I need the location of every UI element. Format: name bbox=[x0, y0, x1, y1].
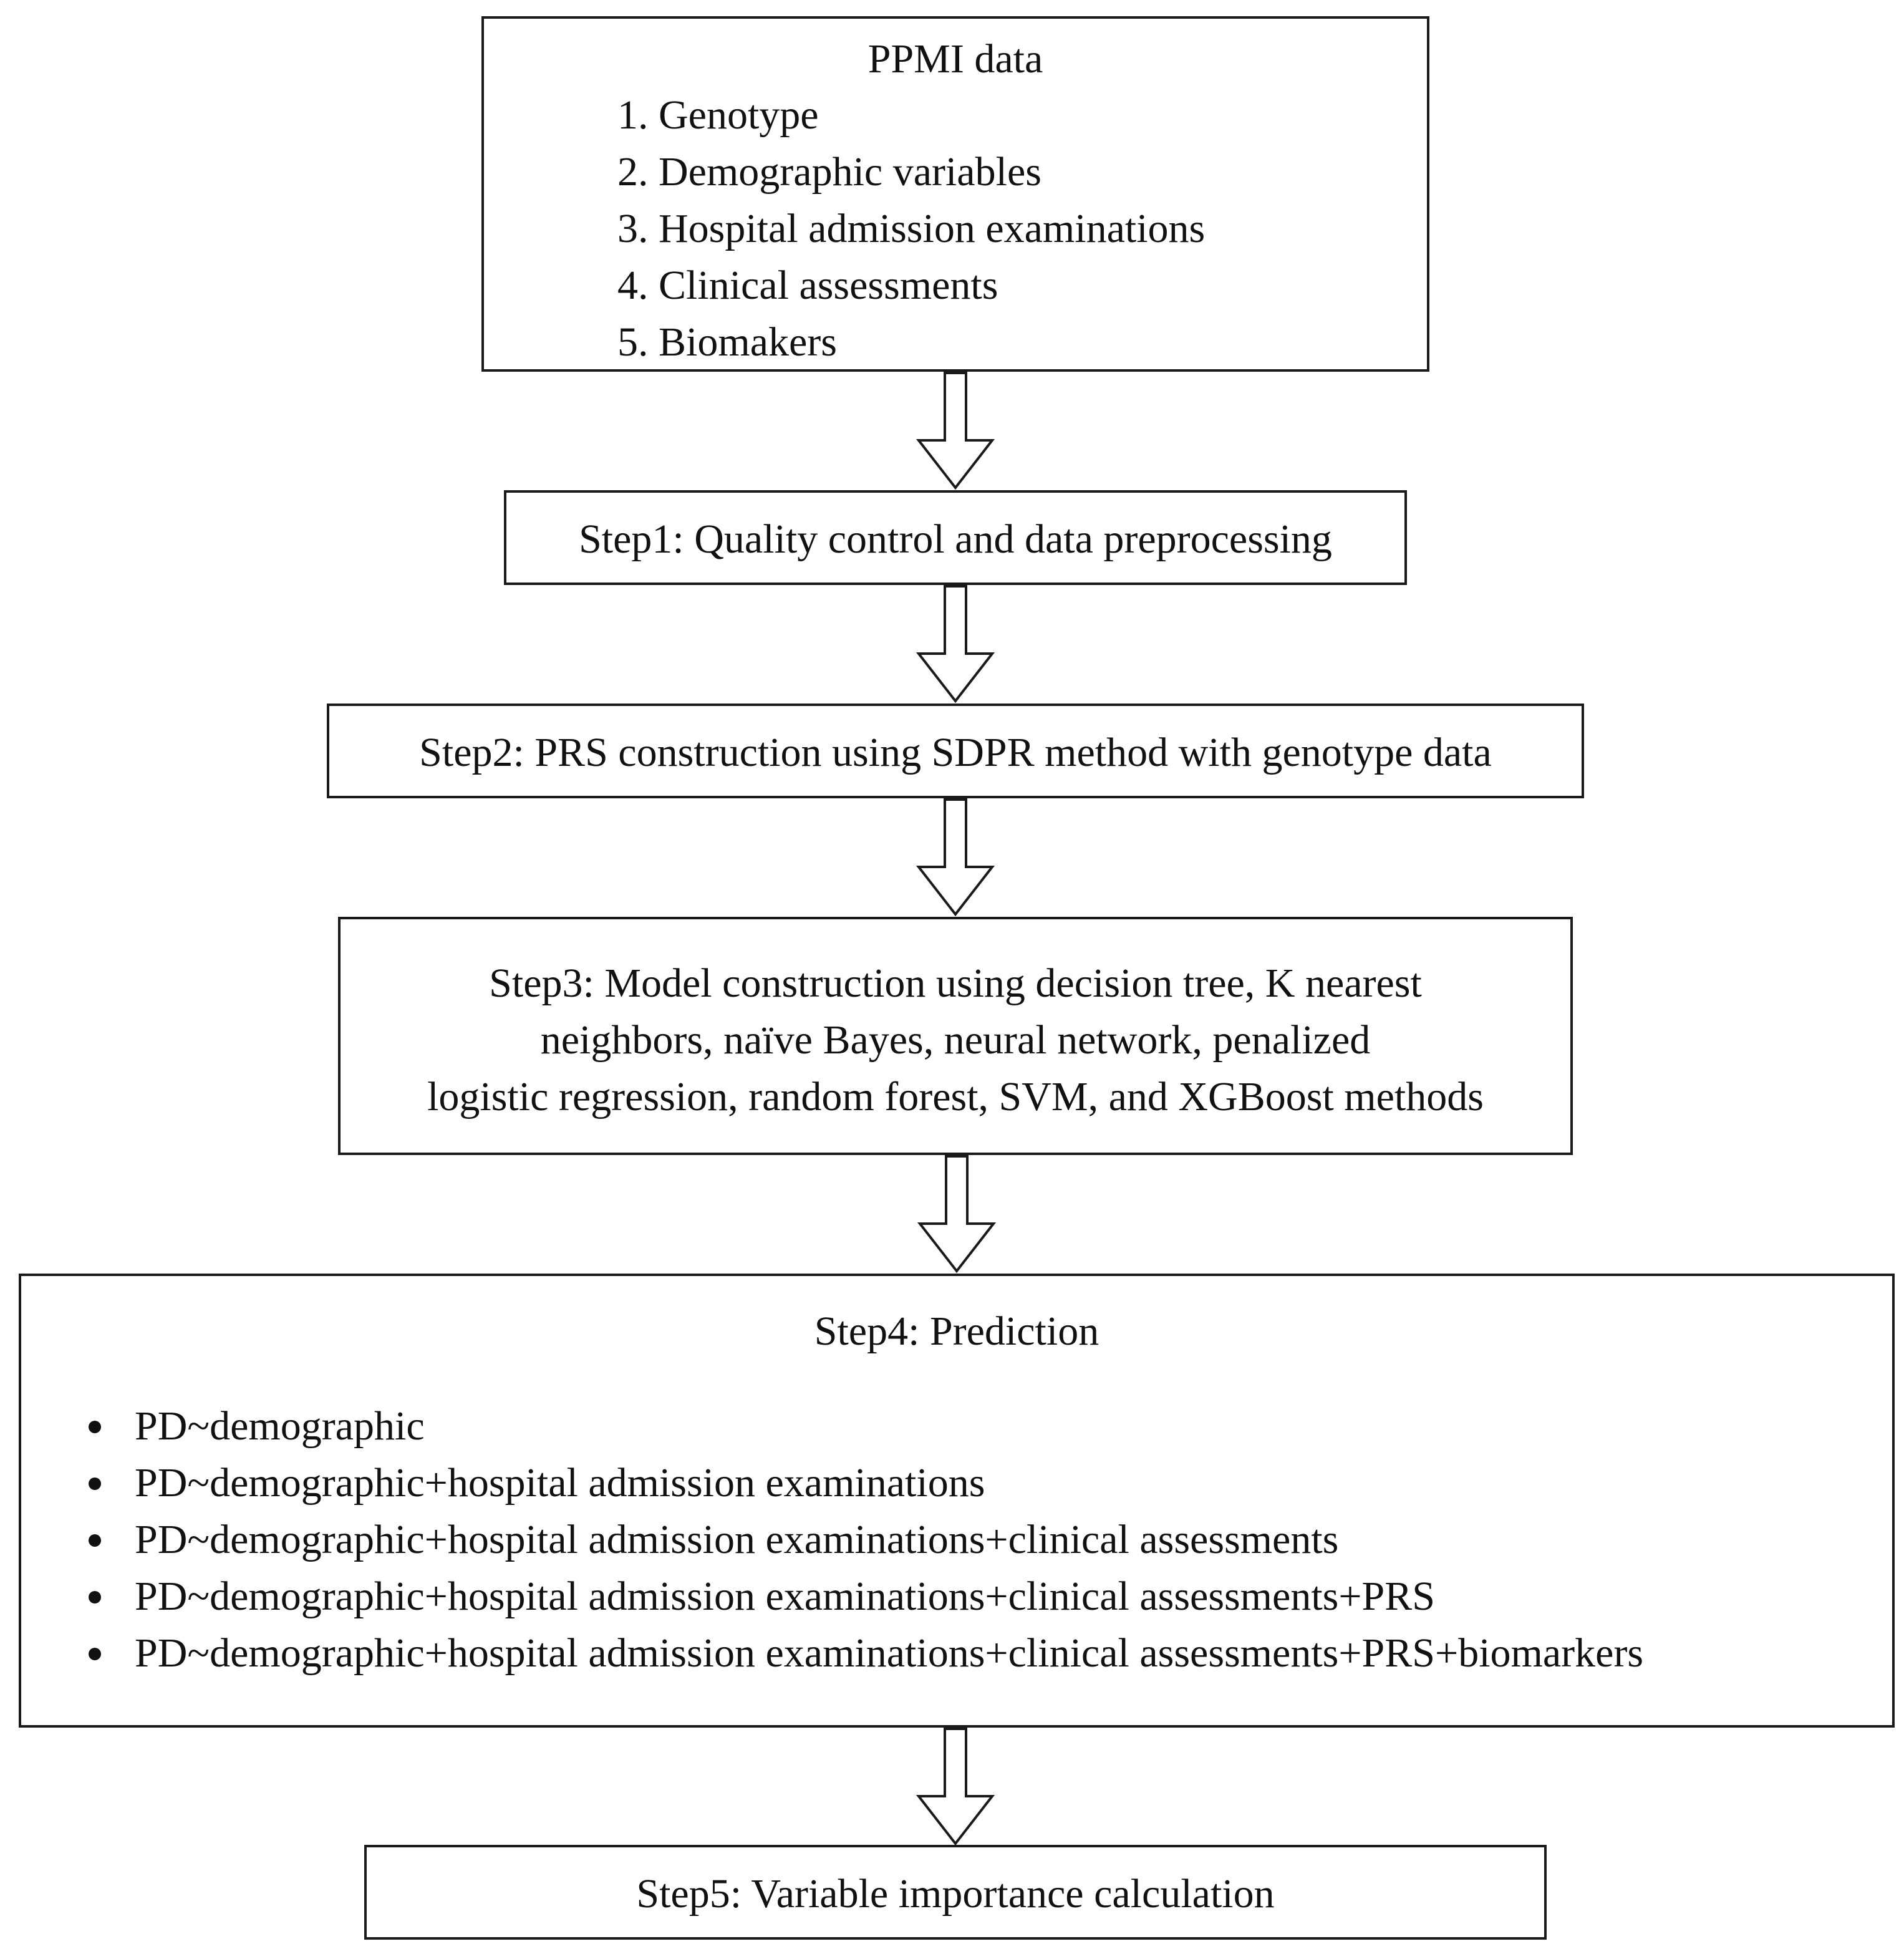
prediction-model-2: PD~demographic+hospital admission examin… bbox=[135, 1460, 985, 1506]
step1-text: Step1: Quality control and data preproce… bbox=[579, 516, 1332, 562]
ppmi-item-demographic: 2. Demographic variables bbox=[617, 149, 1041, 195]
ppmi-item-hospital: 3. Hospital admission examinations bbox=[617, 206, 1206, 251]
bullet-icon bbox=[89, 1477, 101, 1490]
step4-box: Step4: Prediction PD~demographic PD~demo… bbox=[19, 1274, 1895, 1728]
step5-box: Step5: Variable importance calculation bbox=[364, 1845, 1547, 1940]
down-arrow-icon bbox=[917, 1155, 997, 1274]
down-arrow-icon bbox=[916, 585, 995, 704]
step2-text: Step2: PRS construction using SDPR metho… bbox=[419, 730, 1492, 775]
step3-line-3: logistic regression, random forest, SVM,… bbox=[427, 1074, 1484, 1120]
bullet-icon bbox=[89, 1591, 101, 1603]
step1-box: Step1: Quality control and data preproce… bbox=[504, 490, 1407, 585]
bullet-icon bbox=[89, 1421, 101, 1433]
ppmi-item-clinical: 4. Clinical assessments bbox=[617, 263, 998, 308]
down-arrow-icon bbox=[916, 798, 995, 917]
prediction-model-1: PD~demographic bbox=[135, 1403, 425, 1449]
step2-box: Step2: PRS construction using SDPR metho… bbox=[327, 704, 1584, 798]
ppmi-item-genotype: 1. Genotype bbox=[617, 92, 819, 138]
prediction-model-5: PD~demographic+hospital admission examin… bbox=[135, 1630, 1644, 1676]
step5-text: Step5: Variable importance calculation bbox=[636, 1871, 1275, 1917]
ppmi-item-biomakers: 5. Biomakers bbox=[617, 319, 837, 365]
down-arrow-icon bbox=[916, 372, 995, 490]
step3-line-2: neighbors, naïve Bayes, neural network, … bbox=[540, 1017, 1371, 1063]
bullet-icon bbox=[89, 1534, 101, 1547]
prediction-model-4: PD~demographic+hospital admission examin… bbox=[135, 1574, 1435, 1619]
step3-line-1: Step3: Model construction using decision… bbox=[489, 960, 1422, 1006]
ppmi-data-title: PPMI data bbox=[867, 36, 1043, 82]
ppmi-data-box: PPMI data 1. Genotype 2. Demographic var… bbox=[481, 16, 1429, 372]
down-arrow-icon bbox=[916, 1728, 995, 1846]
step3-box: Step3: Model construction using decision… bbox=[338, 917, 1573, 1155]
prediction-model-3: PD~demographic+hospital admission examin… bbox=[135, 1517, 1339, 1562]
step4-title: Step4: Prediction bbox=[814, 1308, 1099, 1354]
bullet-icon bbox=[89, 1648, 101, 1660]
